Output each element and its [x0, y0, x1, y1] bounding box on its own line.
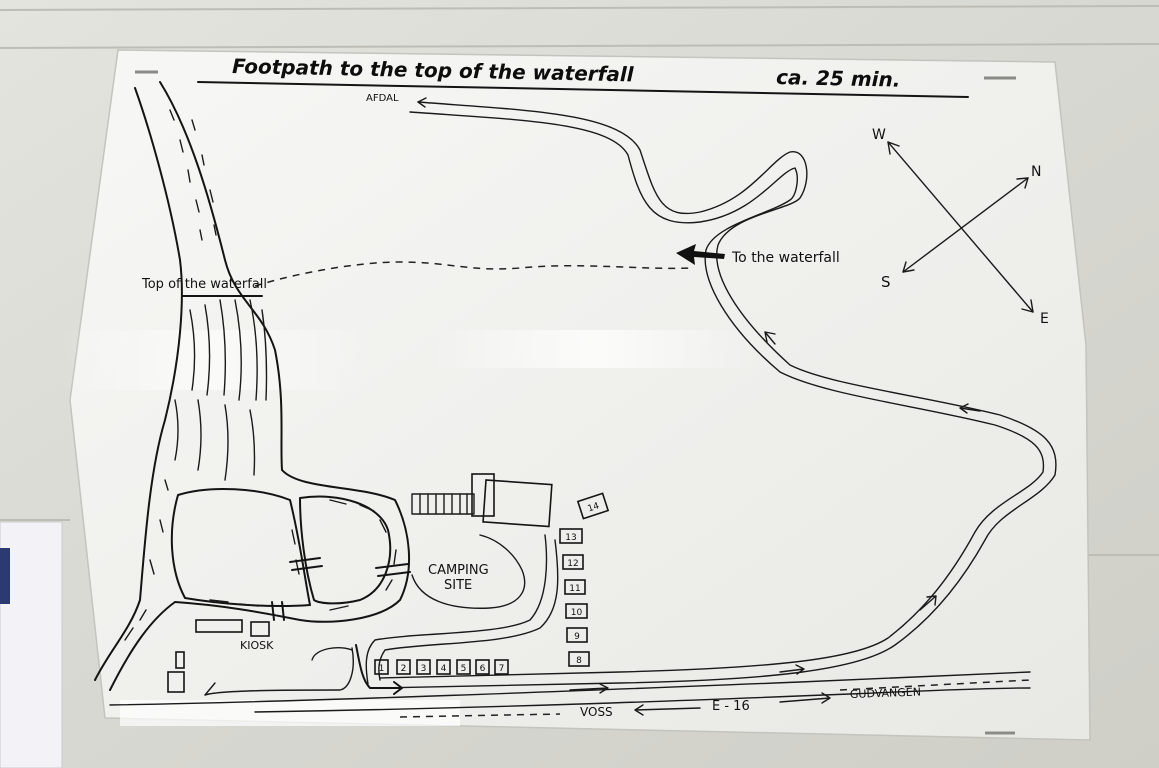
compass-e: E	[1040, 311, 1049, 327]
footpath-dotted: To the waterfall	[254, 244, 840, 287]
camping-site: CAMPING SITE	[311, 473, 559, 695]
label-kiosk: KIOSK	[240, 639, 274, 652]
cabin-4: 4	[436, 659, 451, 675]
road-e16: VOSS E - 16 GUDVANGEN	[109, 671, 1031, 719]
laminated-sheet	[69, 49, 1091, 741]
sign-duration: ca. 25 min.	[776, 65, 901, 92]
cabin-7: 7	[494, 659, 509, 675]
compass-rose: W N S E	[872, 127, 1049, 327]
compass-w: W	[872, 127, 886, 143]
svg-text:4: 4	[441, 664, 447, 674]
left-edge-notice	[0, 521, 63, 768]
label-camping-line2: SITE	[444, 578, 472, 593]
bridge-1	[289, 557, 323, 571]
waterfall-arrow	[676, 244, 725, 265]
svg-text:12: 12	[567, 559, 578, 569]
svg-text:3: 3	[421, 664, 427, 674]
river-flow-marks	[124, 109, 397, 641]
label-voss: VOSS	[580, 705, 613, 719]
label-road-e16: E - 16	[712, 699, 750, 714]
cabin-9: 9	[566, 627, 588, 643]
svg-text:2: 2	[401, 664, 407, 674]
cabin-12: 12	[562, 554, 584, 570]
compass-n: N	[1031, 164, 1041, 180]
svg-text:6: 6	[480, 664, 486, 674]
cabins-row: 1 2 3 4 5 6 7	[374, 659, 509, 675]
cabin-5: 5	[456, 659, 471, 675]
kiosk-area: KIOSK	[167, 619, 354, 696]
svg-text:11: 11	[569, 584, 580, 594]
bridge-2	[375, 563, 411, 577]
cabin-13: 13	[559, 528, 583, 544]
title-underline	[197, 81, 969, 98]
label-to-waterfall: To the waterfall	[731, 250, 840, 266]
kiosk-building	[250, 621, 270, 637]
svg-text:9: 9	[574, 632, 580, 642]
cabin-10: 10	[565, 603, 588, 619]
cabin-8: 8	[568, 651, 590, 667]
river-and-waterfall: Top of the waterfall	[94, 81, 411, 691]
camp-building-main	[482, 479, 553, 528]
svg-text:14: 14	[587, 501, 601, 514]
road-to-afdal: AFDAL	[366, 93, 1057, 694]
cabin-6: 6	[475, 659, 490, 675]
cabin-1: 1	[374, 659, 389, 675]
svg-text:5: 5	[461, 664, 467, 674]
cabin-3: 3	[416, 659, 431, 675]
cabins-column: 13 12 11 10 9 8 14	[559, 492, 610, 667]
svg-text:13: 13	[565, 533, 576, 543]
label-camping-line1: CAMPING	[428, 563, 489, 578]
svg-text:8: 8	[576, 656, 582, 666]
camp-building-steps	[411, 493, 475, 515]
cabin-2: 2	[396, 659, 411, 675]
pins	[135, 70, 1016, 735]
svg-text:1: 1	[379, 664, 385, 674]
wall-boards	[0, 5, 1159, 556]
bridge-3	[271, 601, 285, 621]
glare-reflections	[60, 330, 760, 726]
label-top-of-waterfall: Top of the waterfall	[141, 277, 267, 292]
svg-text:7: 7	[499, 664, 505, 674]
cabin-11: 11	[564, 579, 586, 595]
camp-building-annex	[471, 473, 495, 517]
compass-s: S	[881, 273, 891, 291]
cabin-14: 14	[576, 492, 610, 520]
label-gudvangen: GUDVANGEN	[850, 686, 922, 701]
svg-text:10: 10	[571, 608, 583, 618]
label-afdal: AFDAL	[366, 93, 399, 104]
